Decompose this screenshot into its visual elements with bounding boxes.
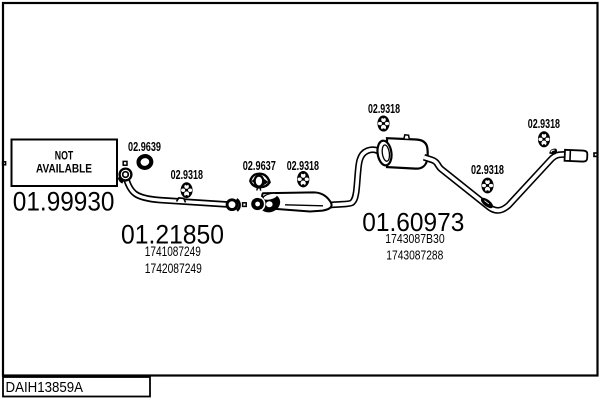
svg-text:02.9637: 02.9637	[243, 159, 276, 173]
svg-text:1741087249: 1741087249	[145, 243, 201, 259]
svg-text:01.21850: 01.21850	[121, 220, 224, 250]
svg-text:02.9318: 02.9318	[287, 159, 319, 173]
svg-text:NOT: NOT	[55, 149, 74, 163]
svg-text:1743087B30: 1743087B30	[385, 231, 445, 246]
svg-text:1743087288: 1743087288	[386, 248, 443, 263]
svg-text:AVAILABLE: AVAILABLE	[36, 162, 92, 176]
svg-text:DAIH13859A: DAIH13859A	[6, 379, 84, 396]
svg-text:02.9318: 02.9318	[171, 168, 203, 182]
svg-text:02.9318: 02.9318	[528, 117, 560, 131]
svg-text:02.9318: 02.9318	[368, 102, 400, 116]
svg-text:01.60973: 01.60973	[362, 207, 464, 237]
svg-text:02.9318: 02.9318	[471, 163, 504, 177]
svg-text:1742087249: 1742087249	[145, 260, 202, 276]
svg-text:02.9639: 02.9639	[128, 140, 161, 154]
svg-text:01.99930: 01.99930	[13, 187, 115, 217]
